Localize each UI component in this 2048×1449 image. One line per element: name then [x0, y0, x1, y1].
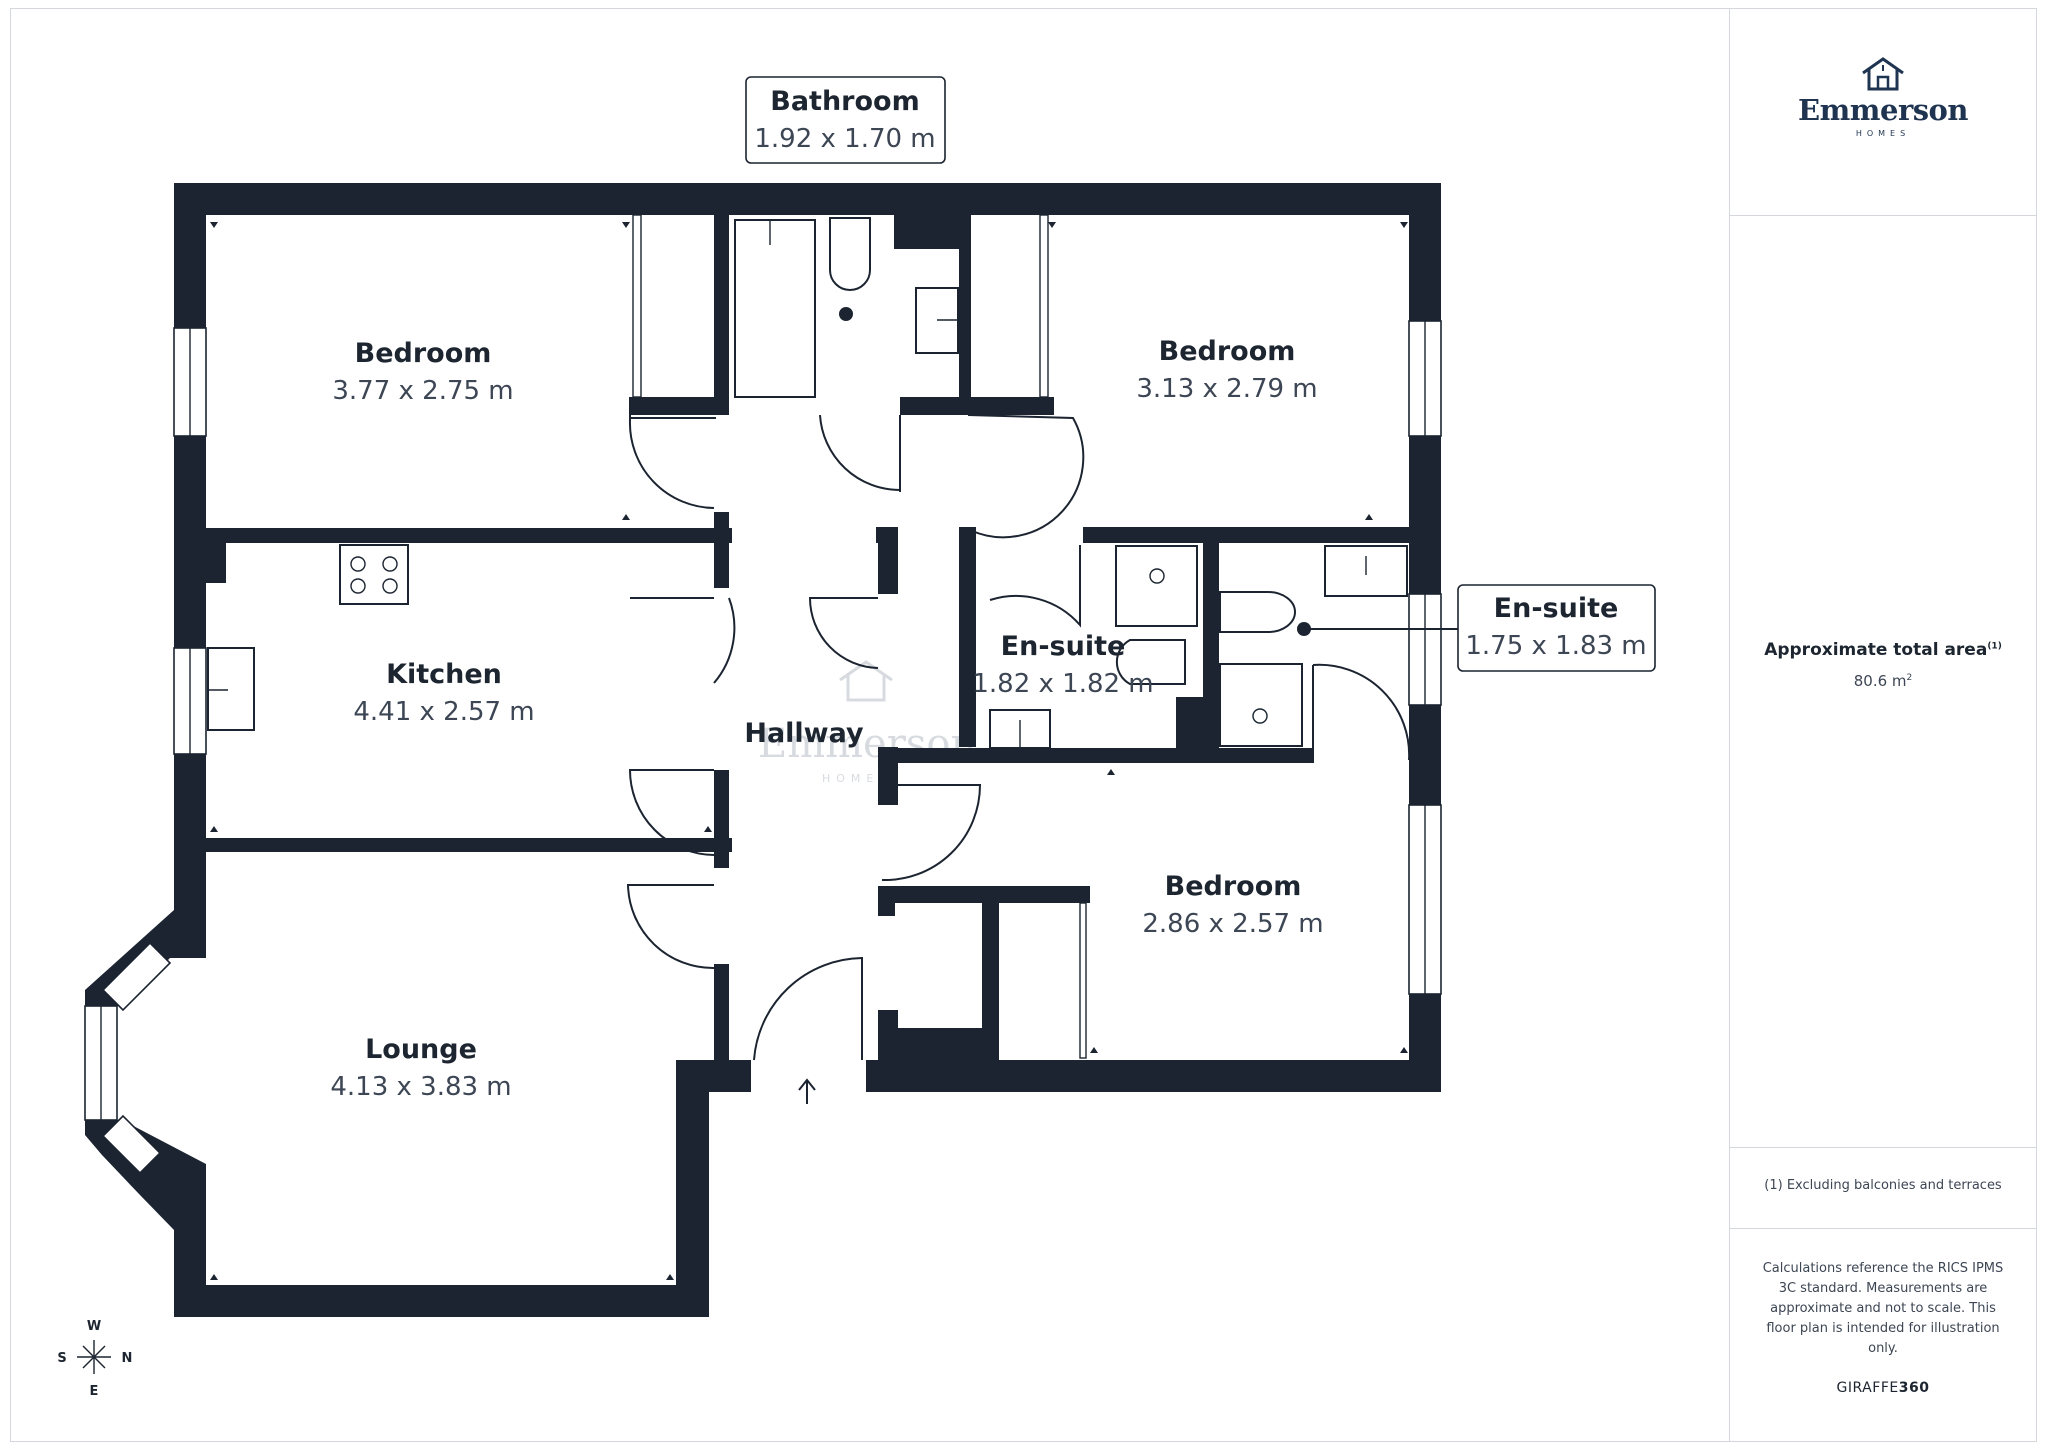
compass-w: W: [87, 1319, 101, 1334]
room-dims-lounge: 4.13 x 3.83 m: [330, 1072, 511, 1102]
compass-s: S: [57, 1351, 66, 1366]
watermark-sub: HOMES: [822, 772, 892, 785]
area-footnote: (1) Excluding balconies and terraces: [1764, 1178, 2002, 1193]
room-name-kitchen: Kitchen: [386, 659, 502, 690]
room-labels: Bathroom 1.92 x 1.70 m Bedroom 3.77 x 2.…: [330, 76, 1656, 1102]
compass-e: E: [90, 1384, 99, 1399]
room-dims-kitchen: 4.41 x 2.57 m: [353, 697, 534, 727]
room-dims-bedroom-3: 2.86 x 2.57 m: [1142, 909, 1323, 939]
room-dims-bedroom-2: 3.13 x 2.79 m: [1136, 374, 1317, 404]
outer-walls: [85, 183, 1441, 1317]
room-dims-ensuite-1: 1.82 x 1.82 m: [972, 669, 1153, 699]
total-area-value: 80.6 m2: [1853, 672, 1913, 690]
page-frame: [10, 8, 2037, 1442]
sidebar-divider-area: [1729, 1147, 2037, 1148]
brand-name: Emmerson: [1798, 93, 1968, 127]
room-name-bathroom: Bathroom: [770, 86, 919, 117]
floor-plan: Emmerson HOMES: [57, 76, 1656, 1399]
doors: [626, 414, 1411, 1061]
sidebar-divider-logo: [1729, 215, 2037, 216]
room-name-lounge: Lounge: [365, 1034, 477, 1065]
brand-logo: Emmerson HOMES: [1729, 55, 2037, 138]
room-name-ensuite-2: En-suite: [1494, 593, 1619, 624]
room-name-hallway: Hallway: [744, 718, 864, 749]
sidebar-divider-footnote: [1729, 1228, 2037, 1229]
ensuite-callout: [1457, 584, 1656, 672]
room-name-bedroom-3: Bedroom: [1165, 871, 1302, 902]
sidebar-divider: [1729, 8, 1730, 1442]
bathroom-callout: [745, 76, 946, 164]
fixtures: [207, 214, 1408, 1059]
compass: W S N E: [57, 1319, 132, 1399]
compass-n: N: [122, 1351, 133, 1366]
entrance-arrow-icon: [798, 1078, 816, 1104]
room-name-ensuite-1: En-suite: [1001, 631, 1126, 662]
disclaimer: Calculations reference the RICS IPMS 3C …: [1762, 1261, 2004, 1356]
room-name-bedroom-2: Bedroom: [1159, 336, 1296, 367]
room-dims-ensuite-2: 1.75 x 1.83 m: [1465, 631, 1646, 661]
dimension-markers: [210, 222, 1408, 1280]
house-icon: [1862, 57, 1904, 91]
brand-sub: HOMES: [1855, 129, 1911, 138]
credit: GIRAFFE360: [1836, 1380, 1930, 1396]
room-dims-bedroom-1: 3.77 x 2.75 m: [332, 376, 513, 406]
room-name-bedroom-1: Bedroom: [355, 338, 492, 369]
room-dims-bathroom: 1.92 x 1.70 m: [754, 124, 935, 154]
total-area: Approximate total area(1) 80.6 m2: [1729, 640, 2037, 690]
total-area-label: Approximate total area(1): [1764, 640, 2002, 660]
interior-walls: [206, 215, 1409, 1060]
windows: [84, 320, 1442, 1175]
